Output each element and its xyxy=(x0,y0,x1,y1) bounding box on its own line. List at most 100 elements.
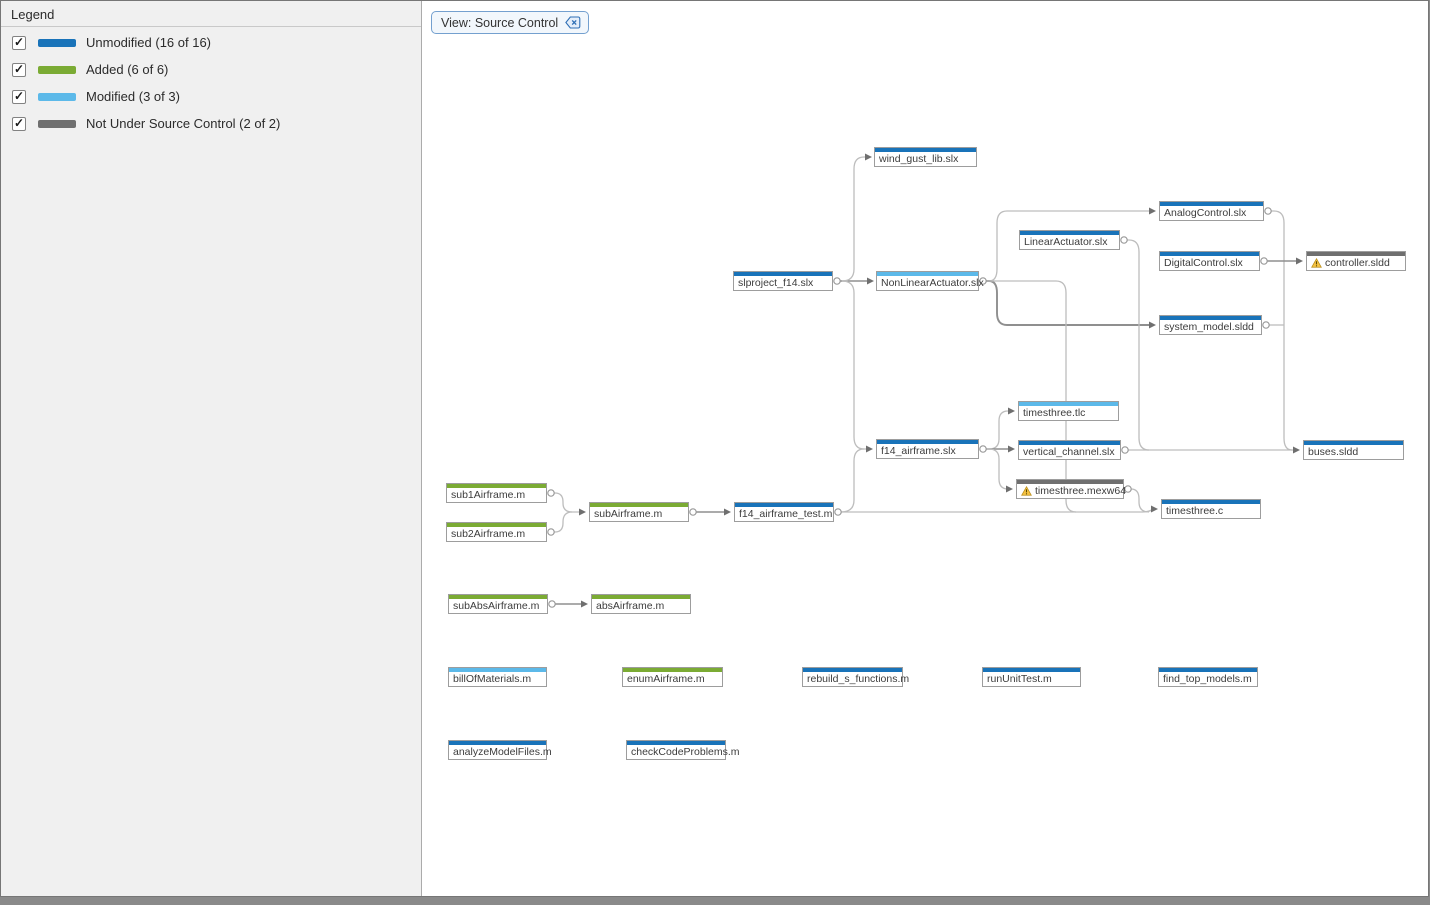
status-bar-untracked xyxy=(1307,252,1405,256)
legend-row-unmodified: ✓ Unmodified (16 of 16) xyxy=(1,29,421,56)
node-label: runUnitTest.m xyxy=(987,673,1052,685)
graph-node-controller_sldd[interactable]: controller.sldd xyxy=(1306,251,1406,271)
node-label: NonLinearActuator.slx xyxy=(881,277,984,289)
node-label: slproject_f14.slx xyxy=(738,277,814,289)
status-bar-unmodified xyxy=(803,668,902,672)
status-bar-unmodified xyxy=(877,440,978,444)
swatch-modified xyxy=(38,92,76,101)
view-filter-chip: View: Source Control xyxy=(431,11,590,34)
graph-node-nonlinear_actuator[interactable]: NonLinearActuator.slx xyxy=(876,271,984,291)
node-label: controller.sldd xyxy=(1307,256,1405,270)
graph-node-find_top_models[interactable]: find_top_models.m xyxy=(1158,667,1258,687)
node-label: sub2Airframe.m xyxy=(451,528,526,540)
graph-node-wind_gust_lib[interactable]: wind_gust_lib.slx xyxy=(874,147,977,167)
node-label: timesthree.tlc xyxy=(1023,407,1086,419)
checkbox-added[interactable]: ✓ xyxy=(12,61,26,77)
node-label: analyzeModelFiles.m xyxy=(453,746,552,758)
graph-node-linear_actuator[interactable]: LinearActuator.slx xyxy=(1019,230,1120,250)
status-bar-unmodified xyxy=(1160,252,1259,256)
node-label: absAirframe.m xyxy=(596,600,665,612)
legend-separator xyxy=(1,26,421,27)
node-label: checkCodeProblems.m xyxy=(631,746,740,758)
graph-node-enum_airframe[interactable]: enumAirframe.m xyxy=(622,667,723,687)
status-bar-unmodified xyxy=(875,148,976,152)
status-bar-added xyxy=(447,523,546,527)
node-label: enumAirframe.m xyxy=(627,673,705,685)
node-label: f14_airframe_test.m xyxy=(739,508,833,520)
graph-node-timesthree_c[interactable]: timesthree.c xyxy=(1161,499,1261,519)
legend-panel: Legend ✓ Unmodified (16 of 16) ✓ Added (… xyxy=(1,1,422,896)
legend-row-added: ✓ Added (6 of 6) xyxy=(1,56,421,83)
graph-node-analyze_model_files[interactable]: analyzeModelFiles.m xyxy=(448,740,552,760)
node-label: billOfMaterials.m xyxy=(453,673,532,685)
graph-node-analog_control[interactable]: AnalogControl.slx xyxy=(1159,201,1264,221)
graph-node-bill_of_materials[interactable]: billOfMaterials.m xyxy=(448,667,547,687)
graph-node-abs_airframe[interactable]: absAirframe.m xyxy=(591,594,691,614)
status-bar-added xyxy=(623,668,722,672)
graph-node-f14_airframe[interactable]: f14_airframe.slx xyxy=(876,439,979,459)
node-label: find_top_models.m xyxy=(1163,673,1252,685)
node-label: wind_gust_lib.slx xyxy=(879,153,959,165)
graph-node-timesthree_mexw64[interactable]: timesthree.mexw64 xyxy=(1016,479,1126,499)
node-label: LinearActuator.slx xyxy=(1024,236,1108,248)
graph-node-rebuild_s_functions[interactable]: rebuild_s_functions.m xyxy=(802,667,910,687)
legend-label-untracked: Not Under Source Control (2 of 2) xyxy=(86,116,281,131)
status-bar-added xyxy=(447,484,546,488)
status-bar-unmodified xyxy=(627,741,725,745)
node-label: vertical_channel.slx xyxy=(1023,446,1115,458)
graph-node-sub1_airframe[interactable]: sub1Airframe.m xyxy=(446,483,547,503)
graph-node-subairframe[interactable]: subAirframe.m xyxy=(589,502,689,522)
node-label: subAbsAirframe.m xyxy=(453,600,540,612)
checkbox-modified[interactable]: ✓ xyxy=(12,88,26,104)
node-label: rebuild_s_functions.m xyxy=(807,673,910,685)
graph-node-run_unit_test[interactable]: runUnitTest.m xyxy=(982,667,1081,687)
graph-node-timesthree_tlc[interactable]: timesthree.tlc xyxy=(1018,401,1119,421)
legend-row-untracked: ✓ Not Under Source Control (2 of 2) xyxy=(1,110,421,137)
node-label: subAirframe.m xyxy=(594,508,663,520)
warning-icon xyxy=(1311,258,1322,268)
graph-node-buses_sldd[interactable]: buses.sldd xyxy=(1303,440,1404,460)
graph-node-f14_airframe_test[interactable]: f14_airframe_test.m xyxy=(734,502,834,522)
status-bar-unmodified xyxy=(1160,316,1261,320)
status-bar-unmodified xyxy=(734,272,832,276)
status-bar-added xyxy=(449,595,547,599)
node-label: f14_airframe.slx xyxy=(881,445,956,457)
status-bar-unmodified xyxy=(1304,441,1403,445)
status-bar-unmodified xyxy=(1159,668,1257,672)
node-label: timesthree.mexw64 xyxy=(1017,484,1126,498)
legend-row-modified: ✓ Modified (3 of 3) xyxy=(1,83,421,110)
backspace-x-icon[interactable] xyxy=(565,16,581,29)
status-bar-modified xyxy=(449,668,546,672)
graph-node-check_code_problems[interactable]: checkCodeProblems.m xyxy=(626,740,740,760)
swatch-unmodified xyxy=(38,38,76,47)
node-label: AnalogControl.slx xyxy=(1164,207,1247,219)
status-bar-modified xyxy=(877,272,978,276)
legend-label-modified: Modified (3 of 3) xyxy=(86,89,180,104)
status-bar-added xyxy=(592,595,690,599)
graph-node-slproject_f14[interactable]: slproject_f14.slx xyxy=(733,271,833,291)
legend-title: Legend xyxy=(11,7,55,22)
status-bar-unmodified xyxy=(1160,202,1263,206)
status-bar-added xyxy=(590,503,688,507)
graph-node-digital_control[interactable]: DigitalControl.slx xyxy=(1159,251,1260,271)
graph-node-subabs_airframe[interactable]: subAbsAirframe.m xyxy=(448,594,548,614)
status-bar-unmodified xyxy=(1162,500,1260,504)
checkbox-untracked[interactable]: ✓ xyxy=(12,115,26,131)
node-label: DigitalControl.slx xyxy=(1164,257,1243,269)
swatch-added xyxy=(38,65,76,74)
legend-label-added: Added (6 of 6) xyxy=(86,62,169,77)
status-bar-unmodified xyxy=(735,503,833,507)
graph-node-vertical_channel[interactable]: vertical_channel.slx xyxy=(1018,440,1121,460)
node-label: buses.sldd xyxy=(1308,446,1359,458)
status-bar-unmodified xyxy=(983,668,1080,672)
legend-label-unmodified: Unmodified (16 of 16) xyxy=(86,35,212,50)
checkbox-unmodified[interactable]: ✓ xyxy=(12,34,26,50)
graph-node-system_model[interactable]: system_model.sldd xyxy=(1159,315,1262,335)
node-label: timesthree.c xyxy=(1166,505,1224,517)
node-label: sub1Airframe.m xyxy=(451,489,526,501)
status-bar-unmodified xyxy=(449,741,546,745)
graph-node-sub2_airframe[interactable]: sub2Airframe.m xyxy=(446,522,547,542)
warning-icon xyxy=(1021,486,1032,496)
view-filter-label: View: Source Control xyxy=(441,15,559,30)
node-label: system_model.sldd xyxy=(1164,321,1254,333)
